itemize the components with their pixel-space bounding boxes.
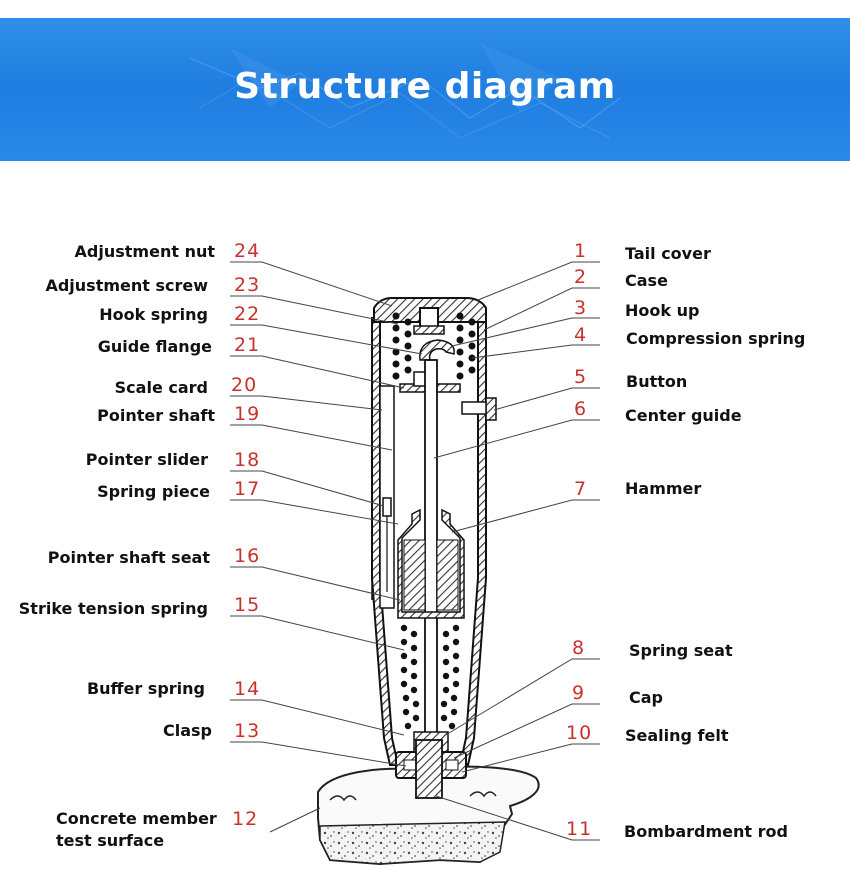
number-12: 12 [232, 808, 259, 830]
label-compression-spring: Compression spring [626, 329, 806, 348]
label-clasp: Clasp [163, 721, 212, 740]
label-test-surface: test surface [56, 831, 165, 850]
label-concrete-member: Concrete member [56, 809, 217, 828]
number-5: 5 [574, 366, 588, 388]
label-hook-spring: Hook spring [99, 305, 208, 324]
number-7: 7 [574, 478, 588, 500]
label-spring-seat: Spring seat [629, 641, 733, 660]
label-spring-piece: Spring piece [97, 482, 210, 501]
label-bombardment-rod: Bombardment rod [624, 822, 788, 841]
number-24: 24 [234, 240, 261, 262]
adjustment-screw [413, 307, 445, 335]
label-center-guide: Center guide [625, 406, 742, 425]
label-strike-tension-spring: Strike tension spring [18, 599, 208, 618]
number-19: 19 [234, 403, 261, 425]
center-guide-rod [424, 359, 438, 741]
bombardment-rod [415, 739, 443, 799]
number-20: 20 [231, 374, 258, 396]
label-pointer-slider: Pointer slider [85, 450, 208, 469]
leader-lines-left [230, 261, 423, 833]
number-18: 18 [234, 449, 261, 471]
label-button: Button [626, 372, 688, 391]
compression-spring [392, 312, 476, 380]
strike-tension-spring [400, 624, 460, 730]
hammer [397, 508, 465, 619]
number-11: 11 [566, 818, 593, 840]
label-pointer-shaft: Pointer shaft [97, 406, 215, 425]
number-1: 1 [574, 240, 588, 262]
number-4: 4 [574, 324, 588, 346]
number-14: 14 [234, 678, 261, 700]
number-22: 22 [234, 303, 261, 325]
number-9: 9 [572, 682, 586, 704]
number-13: 13 [234, 720, 261, 742]
number-6: 6 [574, 398, 588, 420]
number-17: 17 [234, 478, 261, 500]
page-title: Structure diagram [234, 66, 616, 107]
label-scale-card: Scale card [114, 378, 208, 397]
label-case: Case [625, 271, 668, 290]
label-buffer-spring: Buffer spring [86, 679, 205, 698]
concrete-member [317, 765, 540, 866]
number-8: 8 [572, 637, 586, 659]
number-10: 10 [566, 722, 593, 744]
number-2: 2 [574, 266, 588, 288]
number-16: 16 [234, 545, 261, 567]
hook [419, 339, 455, 361]
number-23: 23 [234, 274, 261, 296]
label-adjustment-screw: Adjustment screw [45, 276, 208, 295]
banner-decoration [189, 43, 621, 139]
label-tail-cover: Tail cover [625, 244, 711, 263]
label-guide-flange: Guide flange [97, 337, 212, 356]
number-21: 21 [234, 334, 261, 356]
number-15: 15 [234, 594, 261, 616]
label-cap: Cap [629, 688, 663, 707]
label-sealing-felt: Sealing felt [625, 726, 729, 745]
pointer-slider [382, 497, 392, 517]
number-3: 3 [574, 297, 588, 319]
title-banner: Structure diagram [0, 18, 850, 161]
label-pointer-shaft-seat: Pointer shaft seat [47, 548, 210, 567]
leader-lines-right [433, 261, 600, 841]
label-adjustment-nut: Adjustment nut [74, 242, 215, 261]
label-hook-up: Hook up [625, 301, 700, 320]
label-hammer: Hammer [625, 479, 702, 498]
